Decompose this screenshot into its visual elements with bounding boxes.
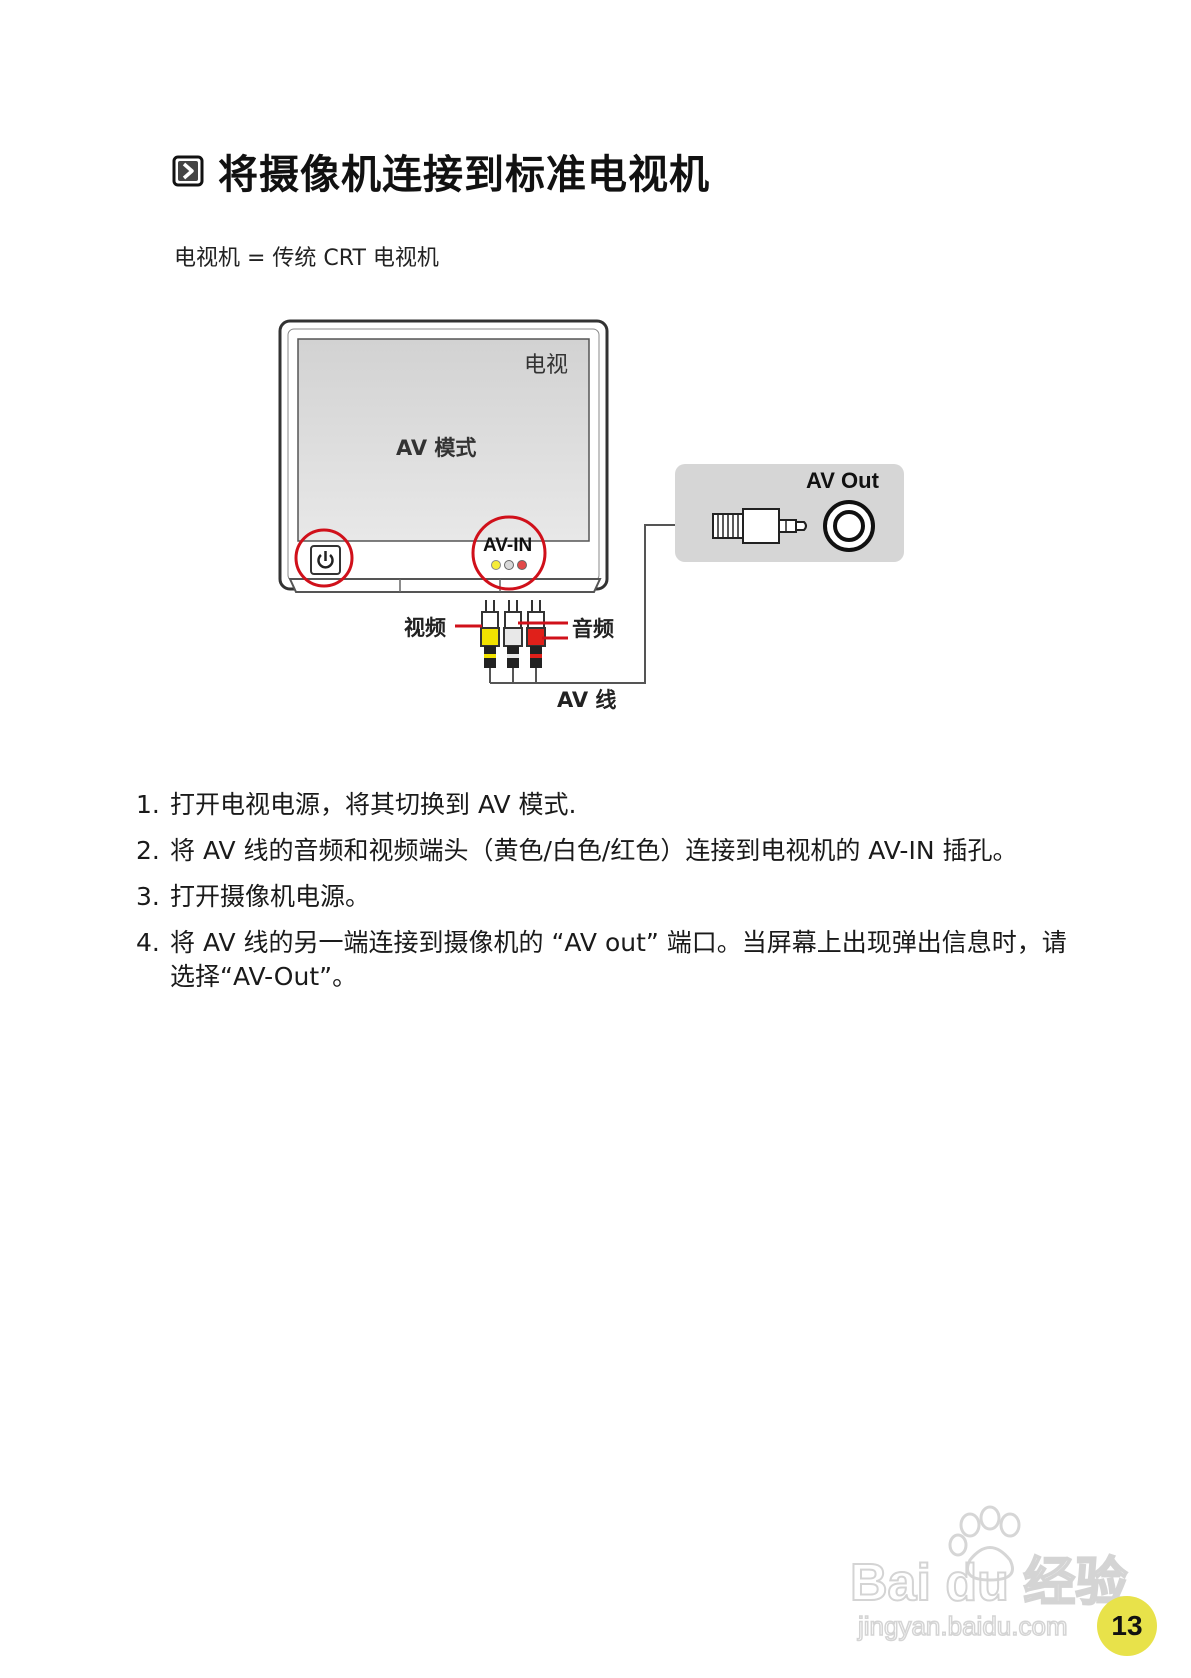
av-in-white-jack [504, 560, 514, 570]
av-in-red-jack [517, 560, 527, 570]
watermark-url: jingyan.baidu.com [857, 1611, 1068, 1641]
step-text: 打开摄像机电源。 [170, 882, 371, 911]
av-out-port [823, 500, 875, 552]
instruction-list: 1. 打开电视电源，将其切换到 AV 模式. 2. 将 AV 线的音频和视频端头… [136, 788, 1076, 1006]
page-number: 13 [1097, 1596, 1157, 1656]
instruction-step: 4. 将 AV 线的另一端连接到摄像机的 “AV out” 端口。当屏幕上出现弹… [136, 926, 1076, 994]
screen-mode-label: AV 模式 [396, 436, 476, 460]
video-label: 视频 [404, 616, 446, 640]
step-text: 将 AV 线的另一端连接到摄像机的 “AV out” 端口。当屏幕上出现弹出信息… [170, 928, 1067, 991]
step-number: 2. [136, 836, 160, 865]
paw-logo-icon [948, 1505, 1021, 1582]
connection-diagram: 电视 AV 模式 AV-IN 视频 [278, 319, 904, 712]
av-in-highlight-circle [471, 515, 547, 591]
tv-definition: 电视机 = 传统 CRT 电视机 [174, 246, 439, 271]
step-text: 打开电视电源，将其切换到 AV 模式. [170, 790, 577, 819]
power-highlight-circle [294, 528, 354, 588]
watermark-brand: Bai du 经验 [850, 1554, 1127, 1612]
instruction-step: 1. 打开电视电源，将其切换到 AV 模式. [136, 788, 1076, 822]
av-in-label: AV-IN [483, 535, 532, 556]
av-out-label: AV Out [806, 468, 880, 493]
baidu-jingyan-watermark: Bai du 经验 jingyan.baidu.com [850, 1505, 1128, 1642]
rca-plug-red [526, 600, 546, 683]
step-text: 将 AV 线的音频和视频端头（黄色/白色/红色）连接到电视机的 AV-IN 插孔… [170, 836, 1018, 865]
instruction-step: 2. 将 AV 线的音频和视频端头（黄色/白色/红色）连接到电视机的 AV-IN… [136, 834, 1076, 868]
step-number: 1. [136, 790, 160, 819]
page-title: 将摄像机连接到标准电视机 [218, 152, 710, 198]
rca-plug-white [503, 600, 523, 683]
power-icon [317, 551, 334, 569]
av-jack-plug [712, 508, 807, 544]
instruction-step: 3. 打开摄像机电源。 [136, 880, 1076, 914]
chevron-right-box-icon [172, 155, 204, 187]
tv-label: 电视 [524, 353, 568, 378]
rca-plug-yellow [480, 600, 500, 683]
step-number: 3. [136, 882, 160, 911]
section-heading: 将摄像机连接到标准电视机 [172, 142, 710, 200]
cable-label: AV 线 [557, 688, 616, 712]
audio-label: 音频 [572, 617, 614, 641]
av-in-yellow-jack [491, 560, 501, 570]
step-number: 4. [136, 928, 160, 957]
